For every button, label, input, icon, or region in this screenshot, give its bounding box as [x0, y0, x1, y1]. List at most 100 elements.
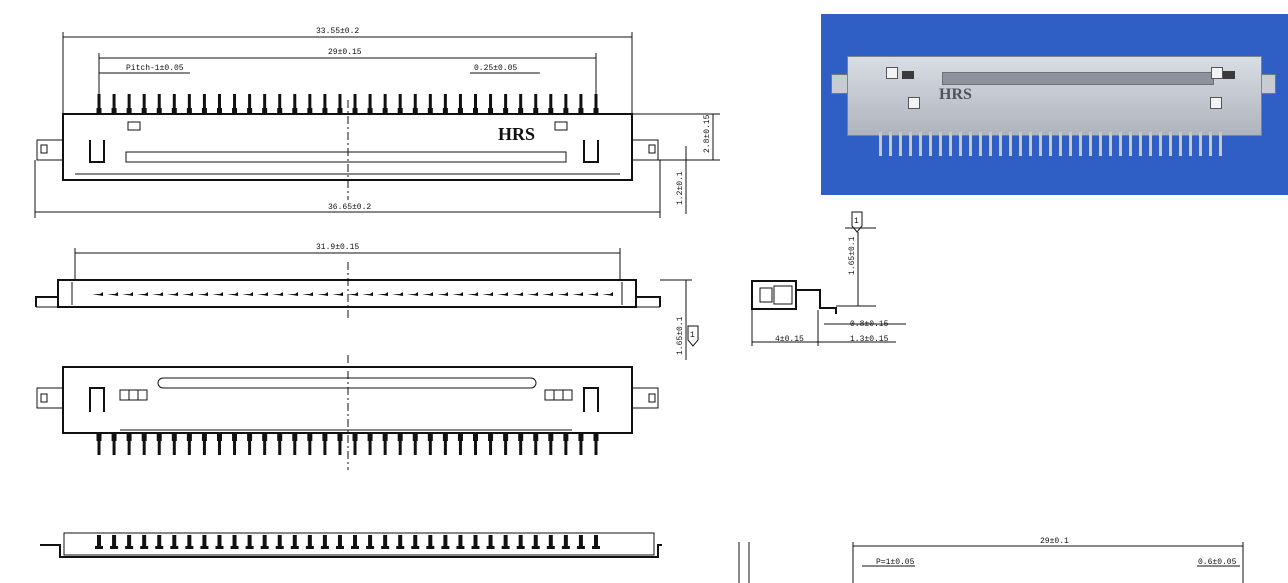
pin-shoulder [171, 108, 177, 114]
pin [413, 535, 418, 549]
pin-shoulder [126, 433, 132, 441]
pin [322, 535, 327, 549]
pin [233, 433, 237, 455]
pin [534, 94, 538, 114]
pin [323, 94, 327, 114]
pin [187, 535, 192, 549]
photo-logo: HRS [939, 86, 972, 103]
pin [533, 535, 538, 549]
pin-foot [320, 546, 329, 549]
pin [593, 535, 598, 549]
pin [353, 433, 357, 455]
pin-foot [531, 546, 540, 549]
pin [398, 535, 403, 549]
pin [248, 433, 252, 455]
dim-height-b: 1.2±0.1 [676, 171, 685, 205]
dim-pcb-span: 29±0.1 [1040, 537, 1069, 546]
contact-mark [137, 292, 148, 296]
pin [549, 94, 553, 114]
pin-shoulder [186, 108, 192, 114]
pin-shoulder [232, 433, 238, 441]
front-view [40, 532, 662, 558]
pin-shoulder [457, 108, 463, 114]
pin [518, 535, 523, 549]
pin [534, 433, 538, 455]
pin [458, 94, 462, 114]
pin-shoulder [216, 108, 222, 114]
pin-foot [335, 546, 344, 549]
pin [217, 433, 221, 455]
pin-shoulder [307, 108, 313, 114]
pin-shoulder [247, 108, 253, 114]
pin [142, 94, 146, 114]
pin [172, 94, 176, 114]
contact-mark [92, 292, 103, 296]
pin [428, 94, 432, 114]
pin-shoulder [427, 108, 433, 114]
pin-foot [471, 546, 480, 549]
dim-front-height: 1.65±0.1 [848, 236, 857, 275]
pin-shoulder [156, 108, 162, 114]
pin [368, 535, 373, 549]
pin-shoulder [111, 108, 117, 114]
pin-foot [260, 546, 269, 549]
contact-mark [272, 292, 283, 296]
pin-shoulder [412, 108, 418, 114]
photo-hole-right [1223, 71, 1235, 79]
contact-mark [482, 292, 493, 296]
pin [489, 94, 493, 114]
pin-shoulder [216, 433, 222, 441]
dim-overall-bottom: 36.65±0.2 [328, 203, 371, 212]
contact-mark [602, 292, 613, 296]
pin-shoulder [367, 108, 373, 114]
pin [413, 433, 417, 455]
pin [443, 535, 448, 549]
pin-foot [591, 546, 600, 549]
pin-shoulder [171, 433, 177, 441]
pin [293, 433, 297, 455]
photo-window-left [886, 67, 898, 79]
pin-foot [245, 546, 254, 549]
pin [157, 433, 161, 455]
pin-shoulder [277, 108, 283, 114]
pin [563, 535, 568, 549]
dim-depth-b: 1.3±0.15 [850, 335, 889, 344]
pin-shoulder [412, 433, 418, 441]
pin [323, 433, 327, 455]
pin [202, 535, 207, 549]
pin [292, 535, 297, 549]
contact-mark [557, 292, 568, 296]
pin [428, 433, 432, 455]
pin [112, 535, 117, 549]
pin-shoulder [488, 108, 494, 114]
contact-mark [392, 292, 403, 296]
datum-flag-end: 1 [854, 217, 859, 226]
pin-shoulder [548, 108, 554, 114]
pin-shoulder [382, 108, 388, 114]
pin [503, 535, 508, 549]
pin [368, 94, 372, 114]
pin-foot [456, 546, 465, 549]
contact-mark [467, 292, 478, 296]
contact-mark [542, 292, 553, 296]
pin-shoulder [352, 108, 358, 114]
pin [127, 94, 131, 114]
pin-shoulder [473, 108, 478, 114]
pin [474, 94, 477, 114]
pin [202, 94, 206, 114]
pin-shoulder [262, 108, 268, 114]
pin-shoulder [563, 108, 569, 114]
pin-foot [170, 546, 179, 549]
pin-shoulder [442, 433, 448, 441]
contact-mark [152, 292, 163, 296]
pin [187, 433, 191, 455]
contact-mark [197, 292, 208, 296]
pin-shoulder [518, 108, 524, 114]
pin-shoulder [457, 433, 463, 441]
pin [172, 535, 177, 549]
pin [578, 535, 583, 549]
pin [398, 433, 402, 455]
pin [248, 94, 252, 114]
contact-mark [587, 292, 598, 296]
contact-mark [302, 292, 313, 296]
